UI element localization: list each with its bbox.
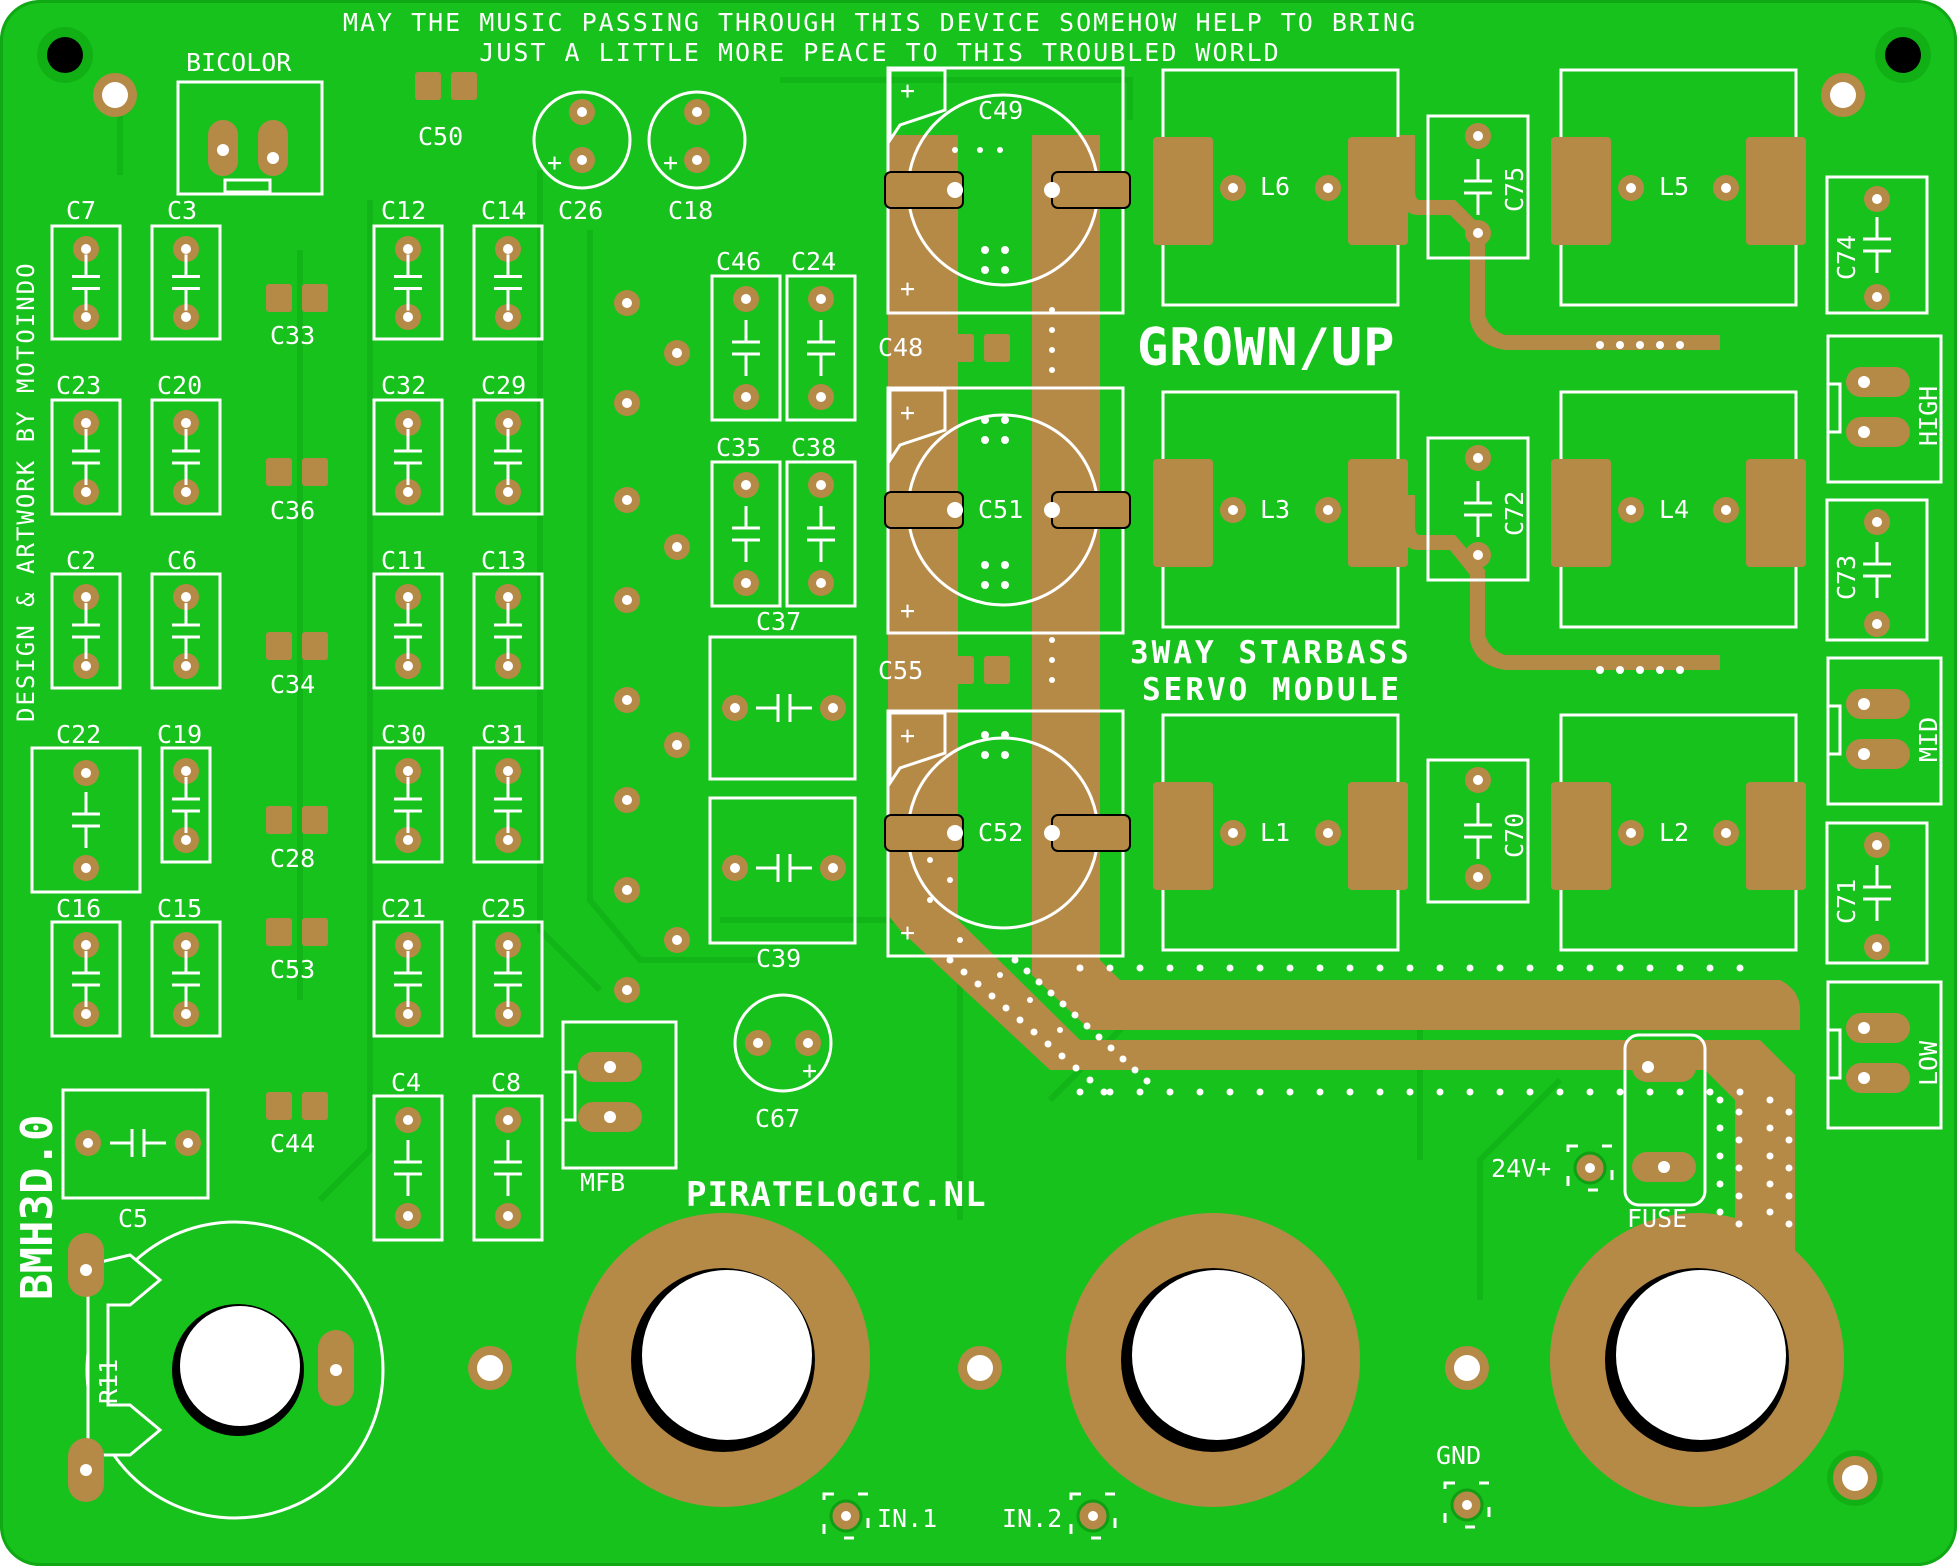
label-c12: C12 [381, 196, 427, 225]
label-c71: C71 [1832, 878, 1861, 924]
label-c8: C8 [491, 1068, 522, 1097]
label-c3: C3 [167, 196, 198, 225]
board-subtitle-2: SERVO MODULE [1142, 672, 1402, 708]
label-c22: C22 [56, 720, 102, 749]
label-c48: C48 [878, 333, 924, 362]
label-mfb: MFB [580, 1168, 626, 1197]
label-c24: C24 [791, 247, 837, 276]
label-bicolor: BICOLOR [186, 48, 292, 77]
label-c25: C25 [481, 894, 527, 923]
label-l1: L1 [1260, 818, 1291, 847]
label-c31: C31 [481, 720, 527, 749]
label-in1: IN.1 [877, 1504, 938, 1533]
polarity-plus-c18: + [663, 148, 679, 177]
label-fuse: FUSE [1627, 1204, 1688, 1233]
label-c70: C70 [1500, 812, 1529, 858]
label-c26: C26 [558, 196, 604, 225]
label-c39: C39 [756, 944, 802, 973]
label-c44: C44 [270, 1129, 316, 1158]
label-c33: C33 [270, 321, 316, 350]
polarity-plus-c51b: + [900, 596, 916, 625]
label-c5: C5 [118, 1204, 149, 1233]
board-subtitle-1: 3WAY STARBASS [1130, 635, 1412, 671]
website-text: PIRATELOGIC.NL [686, 1175, 987, 1215]
label-c19: C19 [157, 720, 203, 749]
board-title: GROWN/UP [1137, 318, 1396, 378]
label-c55: C55 [878, 656, 924, 685]
label-c18: C18 [668, 196, 714, 225]
label-l5: L5 [1659, 172, 1690, 201]
label-c20: C20 [157, 371, 203, 400]
label-c11: C11 [381, 546, 427, 575]
polarity-plus-c49: + [900, 76, 916, 105]
label-c16: C16 [56, 894, 102, 923]
label-c29: C29 [481, 371, 527, 400]
version-text: BMH3D.0 [12, 1114, 63, 1300]
label-24v: 24V+ [1491, 1154, 1552, 1183]
label-gnd: GND [1436, 1441, 1482, 1470]
polarity-plus-c67: + [802, 1056, 818, 1085]
label-c7: C7 [66, 196, 97, 225]
label-c6: C6 [167, 546, 198, 575]
label-c75: C75 [1500, 166, 1529, 212]
polarity-plus-c49b: + [900, 274, 916, 303]
label-c34: C34 [270, 670, 316, 699]
label-c35: C35 [716, 433, 762, 462]
label-c2: C2 [66, 546, 97, 575]
label-c46: C46 [716, 247, 762, 276]
label-c73: C73 [1832, 554, 1861, 600]
label-c4: C4 [391, 1068, 422, 1097]
label-l4: L4 [1659, 495, 1690, 524]
label-c38: C38 [791, 433, 837, 462]
label-l6: L6 [1260, 172, 1291, 201]
label-high: HIGH [1914, 385, 1943, 446]
polarity-plus-c52b: + [900, 918, 916, 947]
label-c53: C53 [270, 955, 316, 984]
label-c37: C37 [756, 607, 802, 636]
polarity-plus-c51: + [900, 398, 916, 427]
credit-text: DESIGN & ARTWORK BY MOTOINDO [12, 261, 40, 722]
label-c14: C14 [481, 196, 527, 225]
label-l2: L2 [1659, 818, 1690, 847]
polarity-plus-c26: + [547, 148, 563, 177]
label-low: LOW [1914, 1040, 1943, 1086]
label-c74: C74 [1832, 234, 1861, 280]
label-c32: C32 [381, 371, 427, 400]
label-c36: C36 [270, 496, 316, 525]
label-c15: C15 [157, 894, 203, 923]
label-c52: C52 [978, 818, 1024, 847]
label-c51: C51 [978, 495, 1024, 524]
label-c67: C67 [755, 1104, 801, 1133]
motto-line-2: JUST A LITTLE MORE PEACE TO THIS TROUBLE… [479, 38, 1281, 67]
label-c50: C50 [418, 122, 464, 151]
label-in2: IN.2 [1002, 1504, 1063, 1533]
label-mid: MID [1914, 716, 1943, 762]
label-c72: C72 [1500, 490, 1529, 536]
label-c13: C13 [481, 546, 527, 575]
polarity-plus-c52: + [900, 721, 916, 750]
motto-line-1: MAY THE MUSIC PASSING THROUGH THIS DEVIC… [342, 8, 1418, 37]
label-c30: C30 [381, 720, 427, 749]
label-l3: L3 [1260, 495, 1291, 524]
label-r11: R11 [94, 1358, 123, 1404]
label-c49: C49 [978, 96, 1024, 125]
label-c23: C23 [56, 371, 102, 400]
label-c21: C21 [381, 894, 427, 923]
label-c28: C28 [270, 844, 316, 873]
